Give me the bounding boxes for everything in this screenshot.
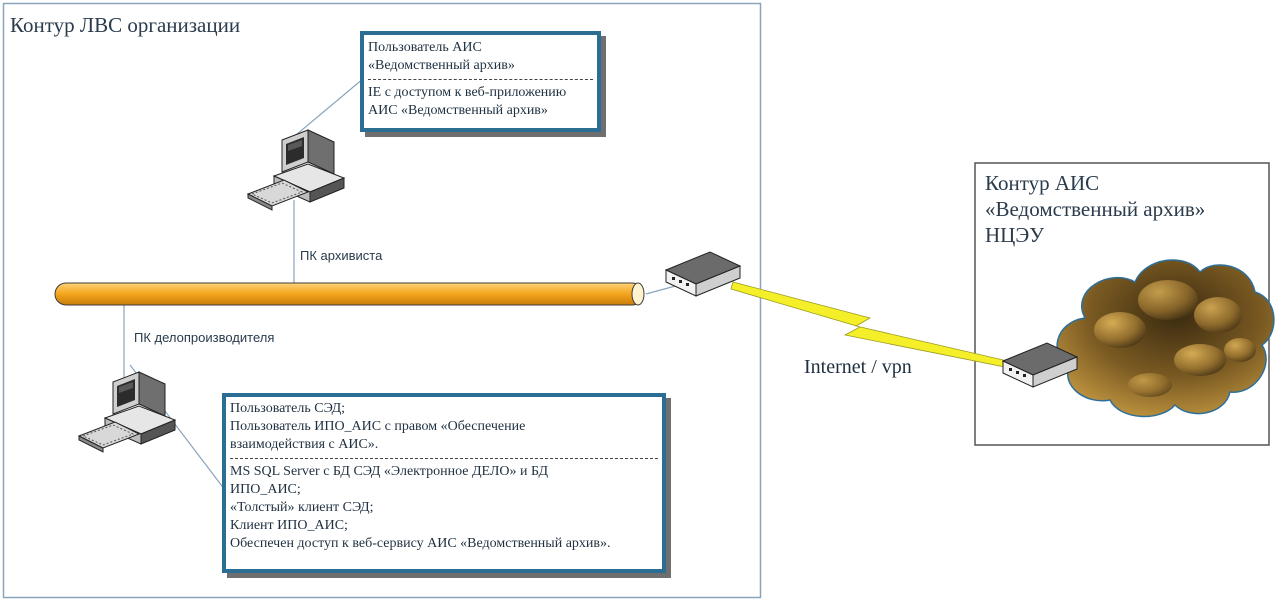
ais-title-line: Контур АИС — [985, 171, 1100, 195]
desktop-computer-icon — [78, 371, 176, 453]
callout-line: Клиент ИПО_АИС; — [230, 518, 348, 533]
lan-frame — [2, 2, 762, 599]
lan-frame-title: Контур ЛВС организации — [10, 13, 241, 37]
callout-line: Пользователь АИС — [368, 40, 482, 55]
callout-line: MS SQL Server с БД СЭД «Электронное ДЕЛО… — [230, 464, 549, 479]
callout-line: взаимодействия с АИС». — [230, 437, 379, 452]
clerk-callout: Пользователь СЭД; Пользователь ИПО_АИС с… — [222, 393, 666, 573]
router-icon — [665, 251, 741, 297]
callout-line: АИС «Ведомственный архив» — [368, 103, 548, 118]
callout-line: «Ведомственный архив» — [368, 58, 515, 73]
lan-bus — [54, 282, 645, 306]
callout-divider — [230, 458, 658, 459]
pc-clerk-label: ПК делопроизводителя — [134, 330, 275, 345]
callout-line: Пользователь СЭД; — [230, 401, 346, 416]
callout-line: ИПО_АИС; — [230, 482, 301, 497]
ais-title-line: НЦЭУ — [985, 223, 1045, 247]
ais-title-line: «Ведомственный архив» — [985, 197, 1206, 221]
callout-line: «Толстый» клиент СЭД; — [230, 500, 374, 515]
ais-frame-title: Контур АИС «Ведомственный архив» НЦЭУ — [985, 170, 1205, 248]
internet-label: Internet / vpn — [804, 356, 912, 378]
pc-archivist-label: ПК архивиста — [300, 248, 383, 263]
desktop-computer-icon — [247, 129, 345, 211]
callout-divider — [368, 79, 593, 80]
archivist-callout-link — [289, 77, 365, 141]
callout-line: Пользователь ИПО_АИС с правом «Обеспечен… — [230, 419, 526, 434]
archivist-callout: Пользователь АИС «Ведомственный архив» I… — [360, 31, 601, 132]
cloud-icon — [1056, 259, 1275, 418]
callout-line: Обеспечен доступ к веб-сервису АИС «Ведо… — [230, 536, 611, 551]
callout-line: IE с доступом к веб-приложению — [368, 85, 567, 100]
